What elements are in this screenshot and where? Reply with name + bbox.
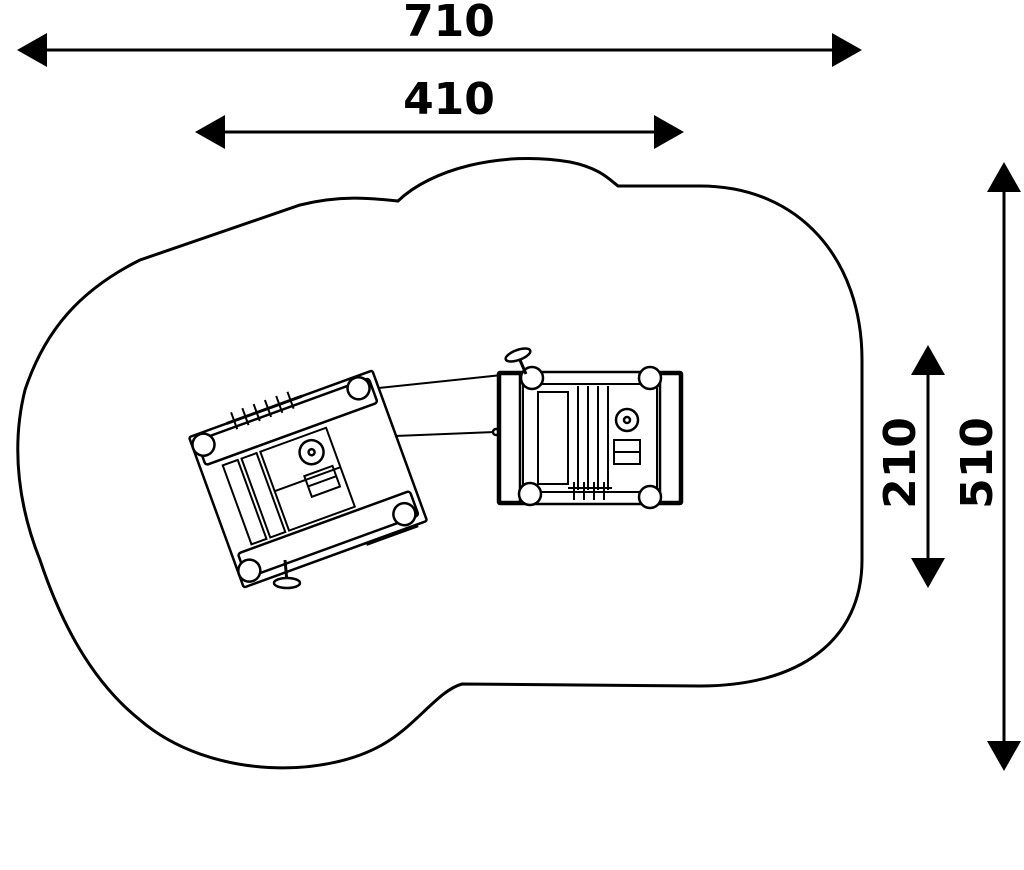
post-icon xyxy=(346,376,371,401)
right-periscope-icon xyxy=(504,347,532,375)
dimension-equipment-depth: 210 xyxy=(875,345,945,588)
dimension-label-overall-depth: 510 xyxy=(952,417,1003,509)
dimension-overall-width: 710 xyxy=(17,0,862,67)
bridge xyxy=(359,374,503,437)
post-icon xyxy=(237,558,262,583)
dimension-equipment-width: 410 xyxy=(195,74,684,149)
post-icon xyxy=(637,365,663,391)
right-play-unit xyxy=(496,365,684,510)
dimension-label-overall-width: 710 xyxy=(403,0,495,47)
dimension-overall-depth: 510 xyxy=(952,162,1021,771)
post-icon xyxy=(392,501,417,527)
dimension-label-equipment-depth: 210 xyxy=(875,417,926,509)
post-icon xyxy=(191,432,216,457)
dimension-label-equipment-width: 410 xyxy=(403,74,495,125)
post-icon xyxy=(517,481,543,507)
post-icon xyxy=(637,484,663,510)
left-periscope-icon xyxy=(272,559,302,590)
left-play-unit xyxy=(188,369,428,589)
safety-zone-outline xyxy=(16,156,864,770)
